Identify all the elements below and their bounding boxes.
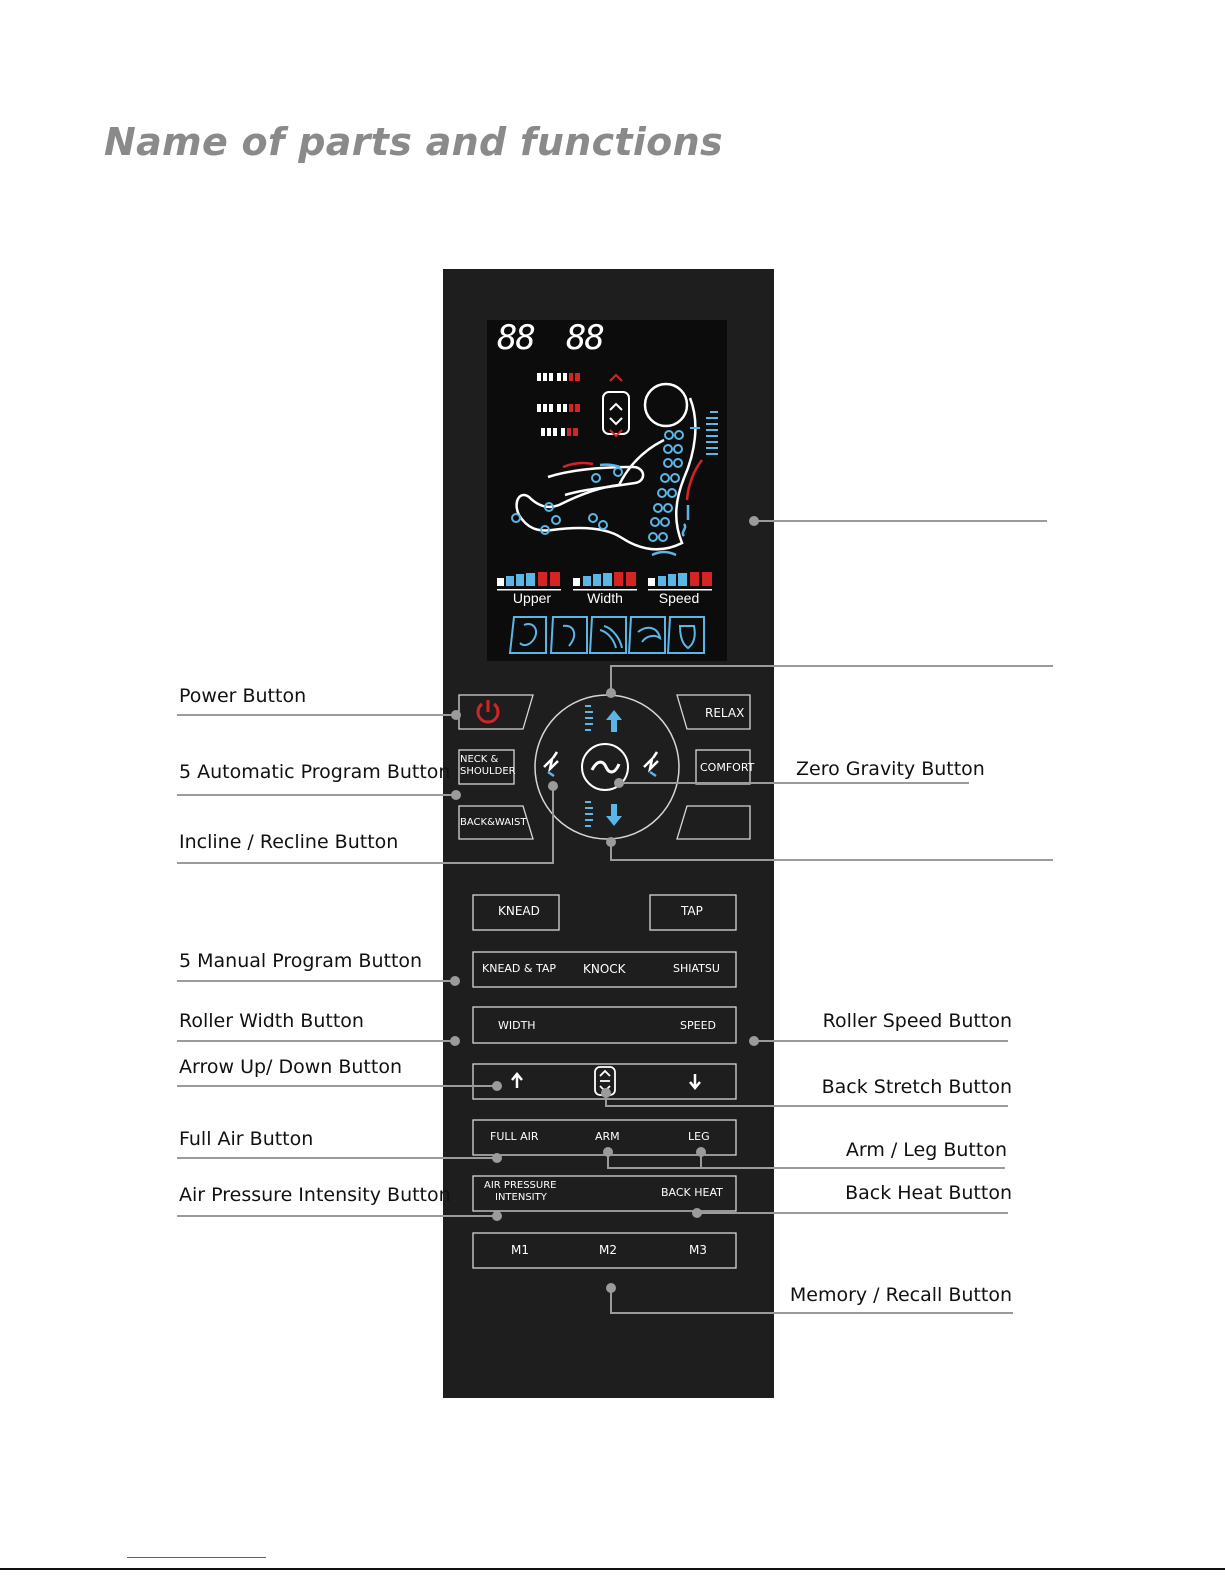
arrow-row — [472, 1063, 737, 1100]
leg-label[interactable]: LEG — [688, 1130, 710, 1143]
full-air-label[interactable]: FULL AIR — [490, 1130, 539, 1143]
blank-button — [676, 805, 751, 840]
speed-label[interactable]: SPEED — [680, 1019, 716, 1032]
width-level-bar-icon — [573, 572, 637, 591]
knead-label[interactable]: KNEAD — [498, 904, 540, 918]
arrow-up-down-callout: Arrow Up/ Down Button — [179, 1056, 402, 1078]
back-heat-label[interactable]: BACK HEAT — [661, 1186, 723, 1199]
relax-button — [676, 694, 751, 730]
m3-label[interactable]: M3 — [689, 1243, 707, 1257]
level-bars-icon — [537, 373, 580, 436]
upper-level-bar-icon — [497, 572, 561, 591]
back-stretch-callout: Back Stretch Button — [821, 1076, 1012, 1098]
full-air-callout: Full Air Button — [179, 1128, 314, 1150]
neck-shoulder-label-1[interactable]: NECK & — [460, 754, 499, 765]
auto-program-callout: 5 Automatic Program Button — [179, 761, 451, 783]
back-stretch-display-icon — [602, 373, 630, 438]
body-figure-icon — [515, 382, 697, 551]
memory-row — [472, 1232, 737, 1269]
arrow-up-icon — [511, 1072, 523, 1088]
neck-shoulder-label-2[interactable]: SHOULDER — [460, 766, 516, 777]
m2-label[interactable]: M2 — [599, 1243, 617, 1257]
manual-program-callout: 5 Manual Program Button — [179, 950, 423, 972]
back-heat-callout: Back Heat Button — [845, 1182, 1012, 1204]
knead-tap-label[interactable]: KNEAD & TAP — [482, 962, 556, 975]
width-label[interactable]: WIDTH — [498, 1019, 536, 1032]
m1-label[interactable]: M1 — [511, 1243, 529, 1257]
power-icon — [476, 700, 500, 724]
tap-label[interactable]: TAP — [681, 904, 703, 918]
leader-dots — [450, 516, 759, 1293]
massage-nodes-icon — [511, 430, 684, 542]
air-pressure-label-1[interactable]: AIR PRESSURE — [484, 1180, 557, 1191]
upper-bar-label: Upper — [512, 590, 552, 606]
timer-digits-right: 88 — [566, 318, 605, 358]
power-button-callout: Power Button — [179, 685, 307, 707]
pressure-heat-row — [472, 1175, 737, 1212]
zero-gravity-button — [581, 743, 629, 791]
manual-program-row — [472, 951, 737, 988]
recline-icon — [643, 751, 659, 778]
roller-width-callout: Roller Width Button — [179, 1010, 364, 1032]
relax-label[interactable]: RELAX — [705, 706, 745, 720]
up-arrow-icon — [585, 705, 622, 732]
arrow-down-icon — [689, 1074, 701, 1090]
incline-icon — [543, 751, 559, 778]
timer-digits-left: 88 — [497, 318, 536, 358]
speed-level-bar-icon — [648, 572, 712, 591]
footer-rule — [0, 1568, 1225, 1570]
power-button — [458, 694, 534, 730]
width-speed-row — [472, 1006, 737, 1044]
back-waist-label[interactable]: BACK&WAIST — [460, 817, 527, 828]
down-arrow-icon — [585, 801, 622, 827]
zero-gravity-icon — [590, 760, 621, 774]
air-pressure-label-2[interactable]: INTENSITY — [495, 1192, 547, 1203]
air-pressure-callout: Air Pressure Intensity Button — [179, 1184, 451, 1206]
footer-link-line — [127, 1557, 266, 1558]
knock-label[interactable]: KNOCK — [583, 962, 626, 976]
zero-gravity-callout: Zero Gravity Button — [796, 758, 985, 780]
page-title: Name of parts and functions — [104, 120, 723, 164]
memory-recall-callout: Memory / Recall Button — [789, 1284, 1012, 1306]
arm-label[interactable]: ARM — [595, 1130, 620, 1143]
comfort-label[interactable]: COMFORT — [700, 761, 755, 774]
arm-leg-callout: Arm / Leg Button — [845, 1139, 1007, 1161]
knead-button — [472, 894, 560, 931]
shiatsu-label[interactable]: SHIATSU — [673, 962, 720, 975]
speed-bar-label: Speed — [658, 590, 700, 606]
position-scale-icon — [690, 411, 718, 455]
width-bar-label: Width — [587, 590, 623, 606]
leader-lines — [177, 520, 1053, 1314]
tap-button — [649, 894, 737, 931]
incline-recline-callout: Incline / Recline Button — [179, 831, 399, 853]
massage-mode-icons — [508, 616, 705, 654]
direction-arrows-icon — [562, 459, 703, 557]
neck-shoulder-button — [458, 749, 515, 785]
back-waist-button — [458, 805, 534, 840]
roller-speed-callout: Roller Speed Button — [822, 1010, 1012, 1032]
